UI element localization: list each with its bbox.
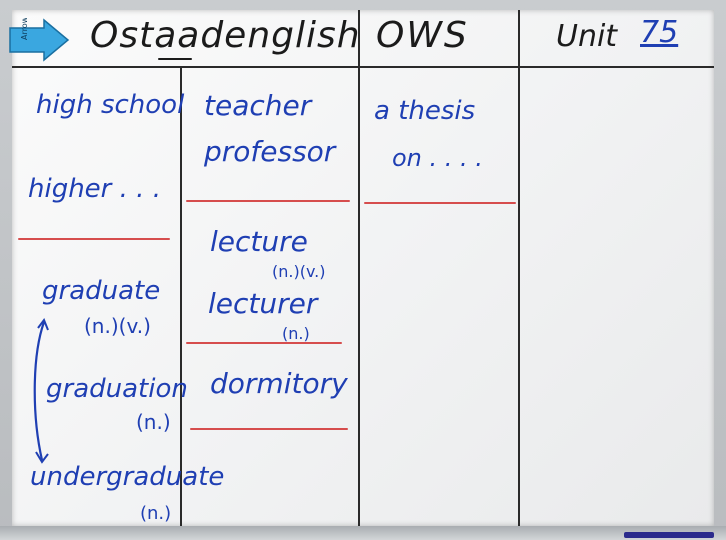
board-bottom-frame: [0, 526, 726, 540]
word-thesis: a thesis: [374, 96, 476, 126]
pos-lecturer: (n.): [282, 324, 310, 343]
double-arrow-icon: [33, 317, 49, 464]
column-divider-1: [180, 66, 182, 526]
word-lecturer: lecturer: [208, 287, 318, 320]
red-divider: [364, 202, 516, 204]
word-high-school: high school: [36, 90, 185, 120]
pos-undergraduate: (n.): [140, 503, 172, 524]
column-divider-3: [518, 10, 520, 526]
header-divider-line: [12, 66, 714, 68]
word-dormitory: dormitory: [210, 367, 348, 400]
pos-graduation: (n.): [136, 410, 171, 434]
whiteboard-surface: [12, 10, 714, 526]
red-divider: [190, 428, 348, 430]
pos-lecture: (n.)(v.): [272, 262, 326, 281]
brand-title: Ostaadenglish: [90, 15, 361, 56]
red-divider: [186, 342, 342, 344]
header-ows: OWS: [376, 15, 469, 56]
marker-tray: [624, 532, 714, 538]
word-on: on . . . .: [392, 144, 483, 172]
word-teacher: teacher: [204, 89, 312, 122]
column-divider-2: [358, 10, 360, 526]
word-graduate: graduate: [42, 276, 161, 306]
magnet-label: Arrow: [20, 18, 29, 40]
unit-number: 75: [640, 15, 679, 50]
brand-underline: [158, 58, 192, 60]
red-divider: [186, 200, 350, 202]
unit-label: Unit: [556, 19, 618, 54]
arrow-magnet-icon: Arrow: [9, 18, 70, 62]
word-higher: higher . . .: [28, 174, 161, 204]
pos-graduate: (n.)(v.): [84, 314, 151, 338]
word-graduation: graduation: [46, 374, 188, 404]
red-divider: [18, 238, 170, 240]
word-professor: professor: [204, 135, 336, 168]
word-lecture: lecture: [210, 225, 308, 258]
word-undergraduate: undergraduate: [30, 462, 225, 492]
